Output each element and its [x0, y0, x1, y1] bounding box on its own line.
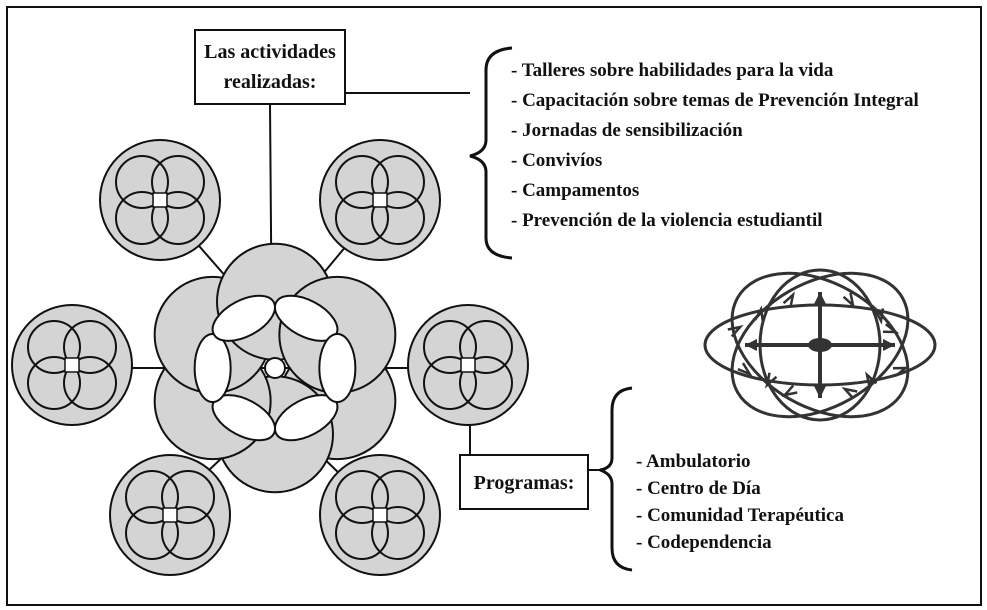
activity-item: - Jornadas de sensibilización: [511, 120, 743, 141]
satellite-petal: [335, 191, 389, 245]
emblem-arrowhead: [745, 339, 757, 351]
central-flower: [153, 242, 397, 494]
flower-cluster: [11, 139, 529, 576]
central-overlap-lens: [193, 333, 232, 403]
satellite-flower: [319, 454, 441, 576]
central-overlap-lens: [211, 294, 277, 342]
satellite-petal: [161, 470, 215, 524]
programs-list: - Ambulatorio - Centro de Día - Comunida…: [636, 451, 844, 553]
satellite-center-square: [372, 507, 388, 523]
activities-box-frame: [194, 29, 346, 105]
satellite-petal: [335, 155, 389, 209]
satellite-petal: [125, 470, 179, 524]
emblem-arrowhead: [814, 386, 826, 398]
emblem-loop: [730, 271, 910, 419]
programs-label-box: Programas:: [459, 454, 589, 510]
emblem-arrowhead: [841, 387, 858, 400]
satellite-petal: [27, 320, 81, 374]
emblem-arrowhead: [814, 292, 826, 304]
program-item: - Comunidad Terapéutica: [636, 505, 844, 526]
activity-item: - Capacitación sobre temas de Prevención…: [511, 90, 919, 111]
satellite-petal: [335, 506, 389, 560]
emblem-arrowhead: [781, 384, 798, 397]
satellite-center-square: [372, 192, 388, 208]
programs-brace: [599, 386, 633, 572]
satellite-center-square: [64, 357, 80, 373]
satellite-petal: [371, 506, 425, 560]
activities-list: - Talleres sobre habilidades para la vid…: [511, 60, 919, 231]
emblem-arrowhead: [882, 323, 900, 334]
activity-item: - Prevención de la violencia estudiantil: [511, 210, 823, 231]
satellite-center-square: [152, 192, 168, 208]
emblem-arrowhead: [892, 366, 910, 377]
emblem-arrowhead: [737, 362, 753, 377]
activities-label-box: Las actividades realizadas:: [194, 29, 346, 105]
emblem-arrowhead: [842, 292, 855, 309]
satellite-petal: [459, 356, 513, 410]
satellite-petal: [371, 191, 425, 245]
satellite-petal: [371, 470, 425, 524]
activity-item: - Talleres sobre habilidades para la vid…: [511, 60, 834, 81]
satellite-petal: [371, 155, 425, 209]
satellite-petal: [63, 356, 117, 410]
emblem-arrowhead: [873, 308, 885, 325]
arrow-emblem: [703, 268, 937, 422]
satellite-center-square: [162, 507, 178, 523]
program-item: - Ambulatorio: [636, 451, 751, 472]
emblem-center-knot: [808, 338, 832, 352]
activity-item: - Campamentos: [511, 180, 639, 201]
satellite-flower: [99, 139, 221, 261]
programs-label: Programas:: [474, 472, 575, 494]
satellite-petal: [115, 155, 169, 209]
satellite-petal: [335, 470, 389, 524]
emblem-arrowhead: [883, 339, 895, 351]
emblem-arrowhead: [765, 372, 778, 389]
satellite-petal: [125, 506, 179, 560]
activities-label-line-2: realizadas:: [224, 71, 317, 93]
satellite-petal: [151, 155, 205, 209]
emblem-arrowhead: [753, 305, 765, 322]
satellite-flower: [109, 454, 231, 576]
satellite-petal: [27, 356, 81, 410]
satellite-flower: [11, 304, 133, 426]
programs-box-frame: [459, 454, 589, 510]
satellite-petal: [161, 506, 215, 560]
satellite-petal: [423, 356, 477, 410]
activities-label-line-1: Las actividades: [204, 41, 336, 63]
satellite-center-square: [460, 357, 476, 373]
emblem-arrowhead: [727, 325, 744, 338]
satellite-petal: [63, 320, 117, 374]
emblem-arrowhead: [865, 371, 878, 388]
emblem-loop: [730, 271, 910, 419]
activity-item: - Convivíos: [511, 150, 602, 171]
program-item: - Codependencia: [636, 532, 772, 553]
central-overlap-lens: [318, 333, 357, 403]
satellite-petal: [423, 320, 477, 374]
program-item: - Centro de Día: [636, 478, 761, 499]
satellite-petal: [459, 320, 513, 374]
satellite-flower: [407, 304, 529, 426]
satellite-petal: [151, 191, 205, 245]
emblem-arrowhead: [782, 291, 795, 308]
central-hub: [264, 357, 286, 379]
satellite-flower: [319, 139, 441, 261]
satellite-petal: [115, 191, 169, 245]
activities-brace: [469, 46, 513, 260]
